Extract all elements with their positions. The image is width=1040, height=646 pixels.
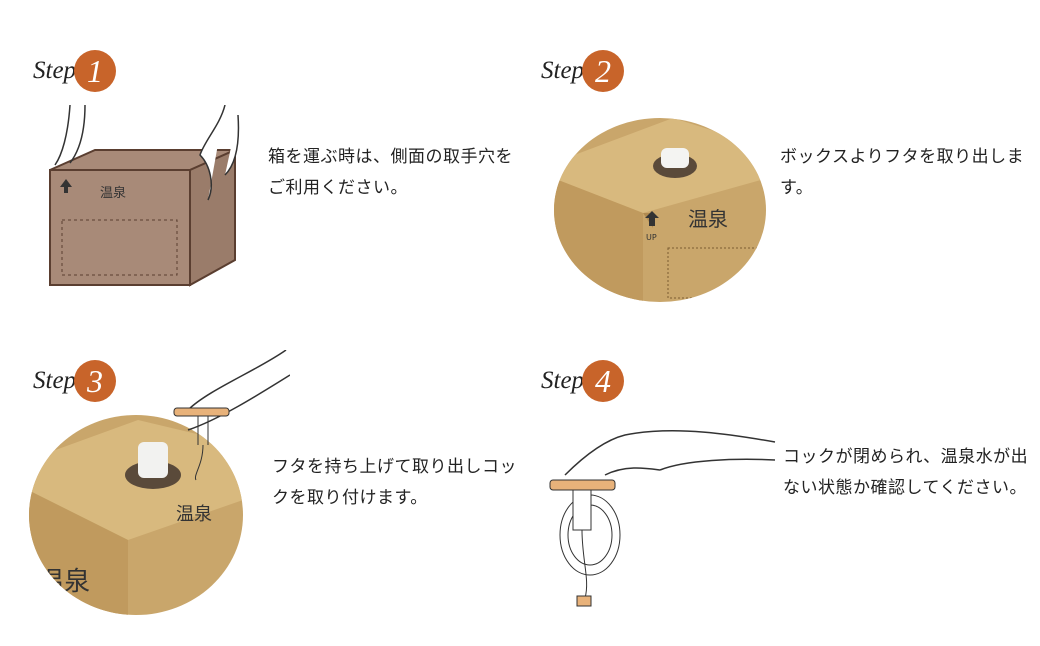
step-4-heading: Step 4 [541, 360, 625, 402]
step-label: Step [541, 367, 585, 394]
step-1-description: 箱を運ぶ時は、側面の取手穴をご利用ください。 [268, 147, 513, 198]
step-2-description: ボックスよりフタを取り出します。 [780, 147, 1025, 198]
step-4-description: コックが閉められ、温泉水が出ない状態か確認してください。 [783, 447, 1029, 498]
step-3-description: フタを持ち上げて取り出しコックを取り付けます。 [272, 457, 517, 508]
step-label: Step [33, 367, 77, 394]
step-3-heading: Step 3 [33, 360, 117, 402]
step-label: Step [33, 57, 77, 84]
up-label: UP [646, 233, 657, 242]
step-number-badge: 4 [582, 360, 625, 402]
step-number-badge: 3 [74, 360, 117, 402]
box-logo: 温泉 [176, 504, 212, 525]
step-number-badge: 1 [74, 50, 117, 92]
attach-cock-photo: 温泉 温泉 [29, 350, 290, 615]
step-1-heading: Step 1 [33, 50, 117, 92]
step-number-badge: 2 [582, 50, 625, 92]
step-2-heading: Step 2 [541, 50, 625, 92]
box-logo-side: 温泉 [38, 567, 90, 597]
box-logo: 温泉 [100, 185, 126, 201]
carry-box-illustration: 温泉 [49, 105, 240, 287]
box-cap-photo: UP 温泉 [554, 118, 766, 302]
check-cock-illustration [549, 430, 776, 607]
step-label: Step [541, 57, 585, 84]
box-logo: 温泉 [688, 207, 728, 231]
